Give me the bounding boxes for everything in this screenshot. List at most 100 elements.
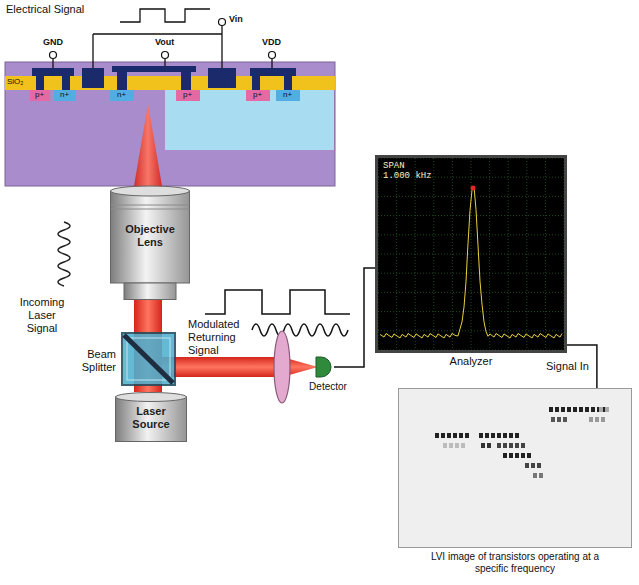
- transistor-hotspots: [521, 443, 525, 448]
- circuit-wire: [93, 33, 222, 34]
- image-caption: LVI image of transistors operating at a …: [428, 551, 603, 575]
- label-anchor: Signal In: [544, 360, 591, 373]
- signal-name: Vin: [229, 14, 243, 24]
- detector-symbol: [316, 357, 331, 377]
- laser-label: Laser Source: [126, 405, 176, 431]
- label-anchor: VDD: [262, 37, 281, 47]
- transistor-hotspots: [443, 443, 447, 448]
- beam-splitter: [124, 335, 173, 383]
- metal-contact: [112, 66, 196, 72]
- transistor-hotspots: [539, 473, 543, 478]
- metal-contact: [117, 72, 127, 90]
- edge-label: Signal In: [544, 360, 591, 373]
- metal-contact: [62, 76, 70, 90]
- detector-symbol: [334, 366, 353, 368]
- transistor-hotspots: [561, 407, 565, 412]
- spectrum-trace: [380, 186, 562, 338]
- signal-label: Modulated Returning Signal: [188, 318, 250, 357]
- label-anchor: n+: [60, 90, 69, 99]
- label-anchor: Electrical Signal: [6, 3, 84, 16]
- laser-source: Laser Source: [115, 392, 187, 442]
- doping-label: n+: [117, 90, 126, 99]
- metal-contact: [32, 66, 296, 90]
- doping-label: n+: [60, 90, 69, 99]
- signal-label: Incoming Laser Signal: [14, 296, 70, 335]
- screen-readout: SPAN 1.000 kHz: [383, 161, 435, 181]
- metal-contact: [250, 68, 296, 76]
- transistor-hotspots: [497, 443, 501, 448]
- transistor-hotspots: [487, 443, 491, 448]
- transistor-hotspots: [527, 453, 531, 458]
- pin-terminal: [50, 19, 276, 59]
- spectrum-trace: [378, 350, 564, 351]
- doping-label: p+: [253, 90, 262, 99]
- laser-beam: [162, 357, 282, 377]
- spectrum-trace: [564, 158, 565, 350]
- transistor-hotspots: [533, 473, 537, 478]
- lens-body: [111, 205, 190, 209]
- transistor-hotspots: [585, 407, 589, 412]
- pin-terminal: [162, 52, 169, 59]
- spectrum-trace: [378, 273, 564, 274]
- lens-body: [111, 191, 190, 283]
- lvi-image: LVI image of transistors operating at a …: [398, 388, 632, 578]
- transistor-hotspots: [515, 443, 519, 448]
- circuit-wire: [92, 34, 93, 68]
- spectrum-trace: [378, 254, 564, 255]
- circuit-wire: [52, 59, 53, 68]
- transistor-hotspots: [509, 453, 513, 458]
- label-anchor: Incoming Laser Signal: [14, 296, 70, 335]
- transistor-hotspots: [399, 389, 631, 547]
- circuit-wire: [53, 25, 272, 68]
- analyzer-label: Analyzer: [375, 355, 567, 368]
- label-anchor: Vin: [229, 14, 243, 24]
- transistor-hotspots: [441, 433, 445, 438]
- spectrum-trace: [433, 158, 434, 350]
- chip-cross-section: [54, 90, 76, 101]
- transistor-hotspots: [453, 433, 457, 438]
- transistor-hotspots: [465, 433, 469, 438]
- transistor-hotspots: [537, 463, 541, 468]
- detector: Detector: [303, 356, 353, 402]
- metal-contact: [208, 68, 236, 88]
- metal-contact: [32, 68, 74, 76]
- transistor-hotspots: [579, 407, 583, 412]
- transistor-hotspots: [455, 443, 459, 448]
- beam-splitter: [122, 333, 175, 385]
- spectrum-trace: [378, 215, 564, 216]
- transistor-hotspots: [481, 443, 485, 448]
- modulated-wave: [205, 290, 350, 314]
- pin-terminal: [269, 52, 276, 59]
- chip-cross-section: [5, 76, 335, 90]
- transistor-hotspots: [515, 453, 519, 458]
- transistor-hotspots: [515, 433, 519, 438]
- spectrum-analyzer: SPAN 1.000 kHzAnalyzer: [375, 155, 567, 371]
- input-square-wave: [120, 9, 210, 22]
- lens-body: [124, 283, 176, 300]
- lvi-picture: [398, 388, 632, 548]
- label-anchor: SiO₂: [7, 77, 23, 86]
- chip-cross-section: [5, 62, 335, 186]
- metal-contact: [36, 76, 44, 90]
- transistor-hotspots: [549, 407, 553, 412]
- incoming-wave: [58, 222, 70, 286]
- figure-heading: Electrical Signal: [6, 3, 84, 16]
- detector-label: Detector: [303, 381, 353, 393]
- chip-cross-section: [276, 90, 300, 101]
- metal-contact: [181, 72, 191, 90]
- transistor-hotspots: [503, 453, 507, 458]
- chip-cross-section: [165, 90, 334, 150]
- transistor-hotspots: [595, 417, 599, 422]
- spectrum-trace: [471, 186, 476, 191]
- transistor-hotspots: [497, 433, 501, 438]
- objective-lens: Objective Lens: [110, 185, 190, 300]
- part-label: Beam Splitter: [50, 348, 116, 374]
- transistor-hotspots: [557, 417, 561, 422]
- transistor-hotspots: [567, 407, 571, 412]
- circuit-wire: [221, 25, 222, 68]
- analyzer-screen: SPAN 1.000 kHz: [375, 155, 567, 353]
- spectrum-trace: [378, 158, 564, 159]
- spectrum-trace: [378, 330, 564, 331]
- transistor-hotspots: [589, 417, 593, 422]
- lens-label: Objective Lens: [120, 223, 180, 249]
